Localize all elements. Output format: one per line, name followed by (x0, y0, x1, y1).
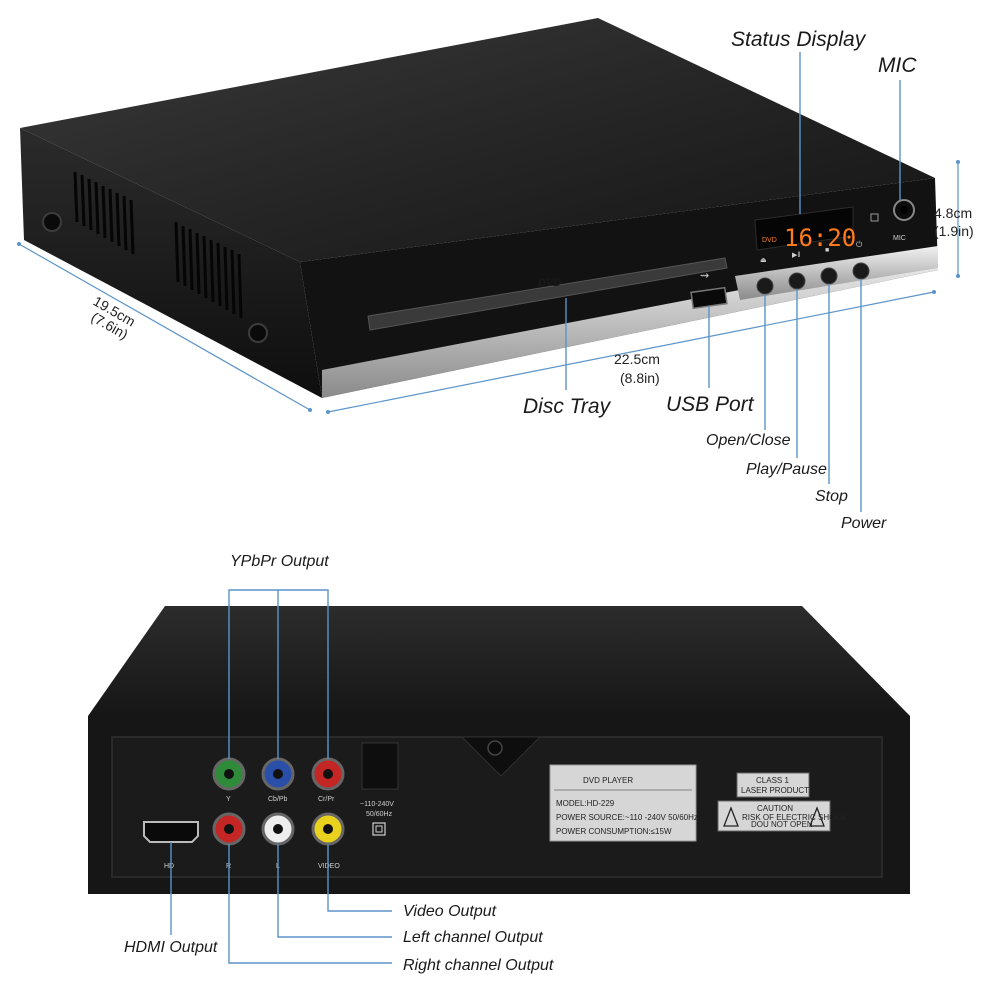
side-screw (42, 212, 62, 232)
laser-line1: CLASS 1 (756, 776, 789, 785)
ypbpr-output-label: YPbPr Output (230, 553, 329, 570)
disc-tray-slot (367, 257, 728, 331)
open-close-button (756, 277, 774, 295)
width-cm-label: 22.5cm (614, 351, 660, 367)
disc-tray-label: Disc Tray (523, 395, 612, 418)
mic-jack-hole (900, 206, 908, 214)
usb-port-label: USB Port (666, 393, 755, 416)
mic-device-label: MIC (893, 235, 906, 242)
rear-view: Y Cb/Pb Cr/Pr R L VIDEO HD ~110-240V 50/… (88, 606, 910, 894)
warning-icon (723, 806, 739, 827)
display-time: 16:20 (784, 224, 856, 252)
power-label: Power (841, 515, 887, 532)
voltage-label: ~110-240V (360, 801, 394, 808)
status-display-window (754, 206, 854, 251)
status-display-label: Status Display (731, 28, 867, 51)
play-pause-label: Play/Pause (746, 461, 827, 478)
nameplate (549, 764, 697, 842)
display-mode: DVD (762, 237, 777, 244)
eject-icon: ⏏ (760, 257, 767, 264)
play-pause-icon: ▶‖ (792, 252, 800, 259)
laser-line2: LASER PRODUCT (741, 786, 809, 795)
left-channel-output-label: Left channel Output (403, 929, 543, 946)
hdmi-port (143, 821, 199, 843)
usb-port (690, 286, 728, 310)
height-cm-label: 4.8cm (934, 205, 972, 221)
double-insulation-icon (372, 822, 386, 836)
crpr-port-label: Cr/Pr (318, 796, 335, 803)
rear-notch (460, 736, 542, 777)
frequency-label: 50/60Hz (366, 811, 393, 818)
av-jacks (212, 812, 345, 846)
stop-icon: ■ (825, 247, 829, 254)
usb-icon: ⇝ (700, 270, 709, 282)
rear-screw (487, 740, 503, 756)
play-pause-button (788, 272, 806, 290)
open-close-label: Open/Close (706, 432, 791, 449)
side-vents (73, 171, 243, 319)
rear-leaders (170, 589, 392, 964)
nameplate-power-consumption: POWER CONSUMPTION:≤15W (556, 827, 672, 836)
y-port-label: Y (226, 796, 231, 803)
top-surface (20, 18, 935, 262)
stop-button (820, 267, 838, 285)
rear-callout-labels: YPbPr Output Video Output Left channel O… (124, 553, 554, 974)
mic-label: MIC (878, 54, 917, 77)
power-cord-slot (361, 742, 399, 790)
video-port-label: VIDEO (318, 863, 340, 870)
rear-top-surface (88, 606, 910, 716)
front-callout-labels: Status Display MIC Disc Tray USB Port Op… (523, 28, 917, 532)
nameplate-power-source: POWER SOURCE:~110 -240V 50/60Hz (556, 813, 698, 822)
hdmi-output-label: HDMI Output (124, 939, 218, 956)
ypbpr-jacks (212, 757, 345, 791)
side-screw (248, 323, 268, 343)
video-output-label: Video Output (403, 903, 497, 920)
caution-line2: DOU NOT OPEN (751, 820, 813, 829)
power-button (852, 262, 870, 280)
laser-label (736, 772, 810, 798)
stop-label: Stop (815, 488, 848, 505)
cbpb-port-label: Cb/Pb (268, 796, 288, 803)
height-in-label: (1.9in) (934, 223, 974, 239)
hd-port-label: HD (164, 863, 174, 870)
nameplate-title: DVD PLAYER (583, 776, 633, 785)
power-icon: ⏻ (856, 240, 863, 249)
width-in-label: (8.8in) (620, 370, 660, 386)
tray-logo: DVD (538, 277, 561, 289)
ir-sensor-icon (870, 213, 879, 222)
right-channel-output-label: Right channel Output (403, 957, 554, 974)
caution-title: CAUTION (757, 804, 793, 813)
front-leaders (565, 52, 901, 512)
caution-line1: RISK OF ELECTRIC SHOCK (742, 813, 847, 822)
warning-icon (809, 806, 825, 827)
nameplate-model: MODEL:HD-229 (556, 799, 615, 808)
front-view: DVD DVD 16:20 ⇝ ⏏ ▶‖ ■ ⏻ MIC (20, 18, 938, 398)
